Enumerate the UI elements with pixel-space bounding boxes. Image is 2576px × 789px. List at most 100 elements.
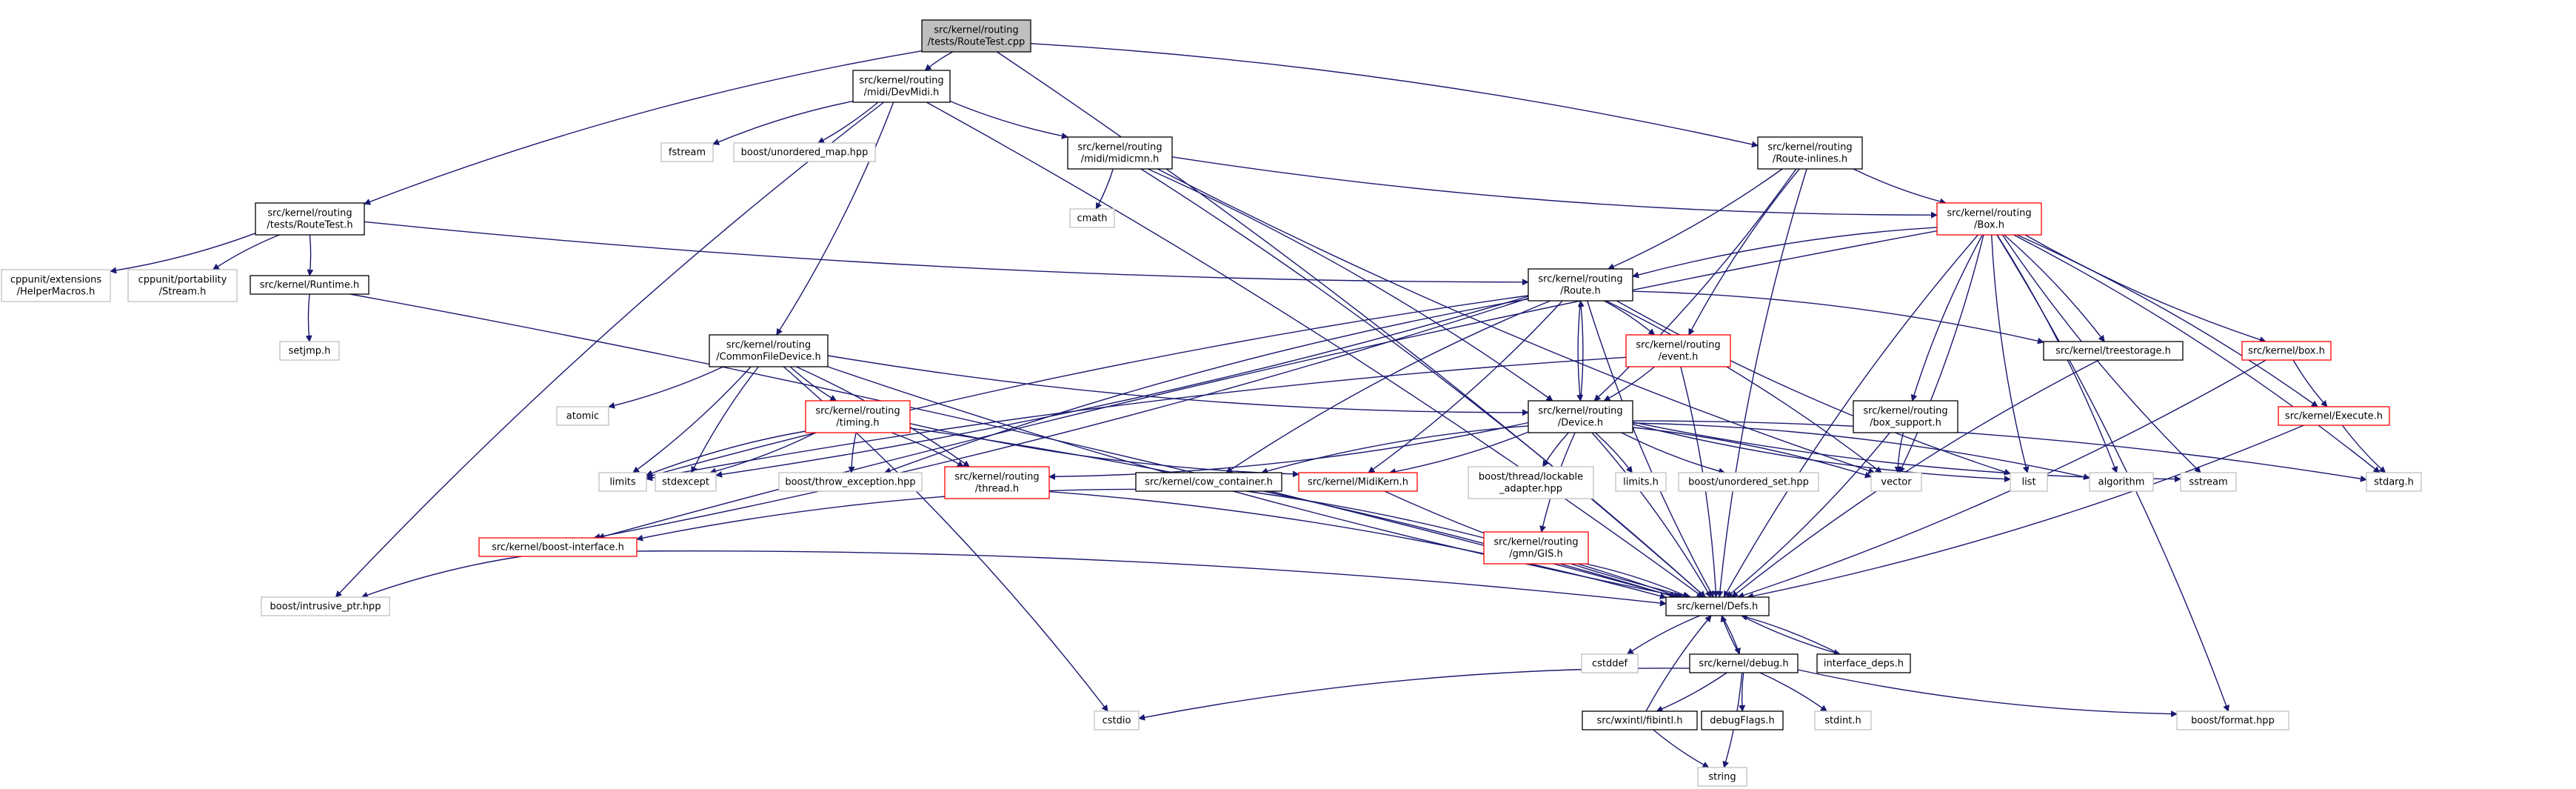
edge-route_inlines_h-to-box_h [1853,168,1947,205]
node-runtime_h[interactable]: src/kernel/Runtime.h [250,275,369,295]
node-label: boost/unordered_set.hpp [1688,477,1809,488]
edge-treestorage_h-to-defs_h [1731,359,2099,598]
node-debug_h[interactable]: src/kernel/debug.h [1689,653,1799,673]
node-event_h[interactable]: src/kernel/routing/event.h [1625,334,1731,367]
node-label: src/wxintl/fibintl.h [1597,716,1683,727]
node-limits: limits [598,472,647,492]
node-box [1069,208,1115,228]
node-cstdio: cstdio [1094,710,1140,730]
edge-route_inlines_h-to-route_h [1608,168,1783,270]
node-kbox_h[interactable]: src/kernel/box.h [2241,341,2332,361]
node-box_support_h[interactable]: src/kernel/routing/box_support.h [1853,400,1958,433]
node-label: /thread.h [975,484,1019,495]
node-route_inlines_h[interactable]: src/kernel/routing/Route-inlines.h [1757,136,1863,170]
edge-routetest_cpp-to-defs_h [997,51,1706,598]
node-debugflags_h[interactable]: debugFlags.h [1701,710,1784,730]
node-stdarg_h: stdarg.h [2366,472,2422,492]
edge-device_h-to-route_h [1577,300,1585,402]
edge-route_h-to-defs_h [1587,300,1714,598]
edge-midicmn_h-to-vector [1157,168,1876,474]
node-label: fstream [669,147,706,159]
node-label: limits [609,477,636,488]
edge-route_h-to-stdexcept [715,296,1529,478]
node-list: list [2010,472,2048,492]
node-box [1936,202,2042,236]
edge-interface_deps_h-to-defs_h [1740,613,1841,655]
node-label: src/kernel/Runtime.h [260,280,359,291]
node-box [1814,710,1872,730]
edge-commonfile_h-to-limits [632,366,752,473]
edge-route_inlines_h-to-event_h [1688,168,1800,336]
node-label: /timing.h [836,418,879,429]
node-device_h[interactable]: src/kernel/routing/Device.h [1528,400,1633,433]
node-routetest_cpp[interactable]: src/kernel/routing/tests/RouteTest.cpp [921,19,1031,53]
node-label: src/kernel/routing [1636,340,1720,351]
node-box [660,142,714,162]
node-commonfile_h[interactable]: src/kernel/routing/CommonFileDevice.h [709,334,829,367]
node-label: src/kernel/boost-interface.h [492,542,624,553]
node-box [556,406,609,426]
node-treestorage_h[interactable]: src/kernel/treestorage.h [2043,341,2184,361]
node-box [1528,400,1633,433]
node-fstream: fstream [660,142,714,162]
node-box [250,275,369,295]
edge-routetest_h-to-route_h [364,221,1529,286]
node-interface_deps_h[interactable]: interface_deps.h [1816,653,1911,673]
node-midikern_h[interactable]: src/kernel/MidiKern.h [1298,472,1418,492]
node-thread_h[interactable]: src/kernel/routing/thread.h [944,466,1050,499]
node-label: src/kernel/debug.h [1699,659,1788,670]
node-label: src/kernel/Execute.h [2285,411,2383,422]
edge-kbox_h-to-execute_h [2292,359,2328,407]
edge-defs_h-to-interface_deps_h [1741,615,1841,656]
node-defs_h[interactable]: src/kernel/Defs.h [1665,596,1770,616]
edge-execute_h-to-stdarg_h [2341,425,2386,473]
node-label: src/kernel/routing [1863,406,1947,417]
node-label: src/kernel/routing [1767,142,1852,153]
node-box [1582,710,1698,730]
node-label: /midi/DevMidi.h [864,87,940,99]
edge-cow_container_h-to-defs_h [1246,490,1681,599]
node-box [1581,653,1639,673]
edge-route_h-to-boost_iface_h [593,297,1529,540]
node-label: src/kernel/Defs.h [1677,602,1759,613]
node-label: boost/throw_exception.hpp [785,477,915,488]
edge-device_h-to-defs_h [1591,432,1712,598]
node-label: src/kernel/routing [934,25,1018,36]
edge-device_h-to-cow_container_h [1260,425,1529,475]
node-boost_unordered_map: boost/unordered_map.hpp [733,142,876,162]
node-route_h[interactable]: src/kernel/routing/Route.h [1528,268,1633,302]
node-label: /CommonFileDevice.h [716,352,821,363]
edge-box_h-to-boost_format [1996,234,2229,712]
node-stdint_h: stdint.h [1814,710,1872,730]
node-routetest_h[interactable]: src/kernel/routing/tests/RouteTest.h [255,202,365,236]
edge-route_h-to-limits [646,295,1529,479]
node-label: stdint.h [1824,716,1861,727]
node-boost_lockable: boost/thread/lockable_adapter.hpp [1468,466,1594,499]
node-devmidi_h[interactable]: src/kernel/routing/midi/DevMidi.h [852,70,951,103]
edge-device_h-to-boost_unordered_set [1621,432,1726,475]
edge-runtime_h-to-defs_h [349,293,1678,599]
node-label: /tests/RouteTest.cpp [928,37,1026,48]
node-timing_h[interactable]: src/kernel/routing/timing.h [805,400,911,433]
node-box_h[interactable]: src/kernel/routing/Box.h [1936,202,2042,236]
node-label: cstdio [1103,716,1131,727]
node-execute_h[interactable]: src/kernel/Execute.h [2278,406,2390,426]
node-box [852,70,951,103]
node-gis_h[interactable]: src/kernel/routing/gmn/GIS.h [1483,531,1589,565]
edge-route_h-to-vector [1605,300,1882,473]
node-box [1528,268,1633,302]
edge-event_h-to-limits [646,356,1627,482]
node-label: cppunit/portability [138,275,227,286]
edge-devmidi_h-to-boost_unordered_map [817,101,879,144]
node-label: atomic [566,411,599,422]
node-fibintl_h[interactable]: src/wxintl/fibintl.h [1582,710,1698,730]
edge-device_h-to-limits_h [1594,432,1633,473]
node-label: cmath [1077,213,1107,224]
node-label: debugFlags.h [1710,716,1774,727]
node-midicmn_h[interactable]: src/kernel/routing/midi/midicmn.h [1067,136,1173,170]
node-cow_container_h[interactable]: src/kernel/cow_container.h [1135,472,1282,492]
node-boost_iface_h[interactable]: src/kernel/boost-interface.h [478,537,638,557]
node-boost_intrusive: boost/intrusive_ptr.hpp [261,596,390,616]
edge-route_inlines_h-to-device_h [1593,168,1797,402]
node-box [1689,653,1799,673]
